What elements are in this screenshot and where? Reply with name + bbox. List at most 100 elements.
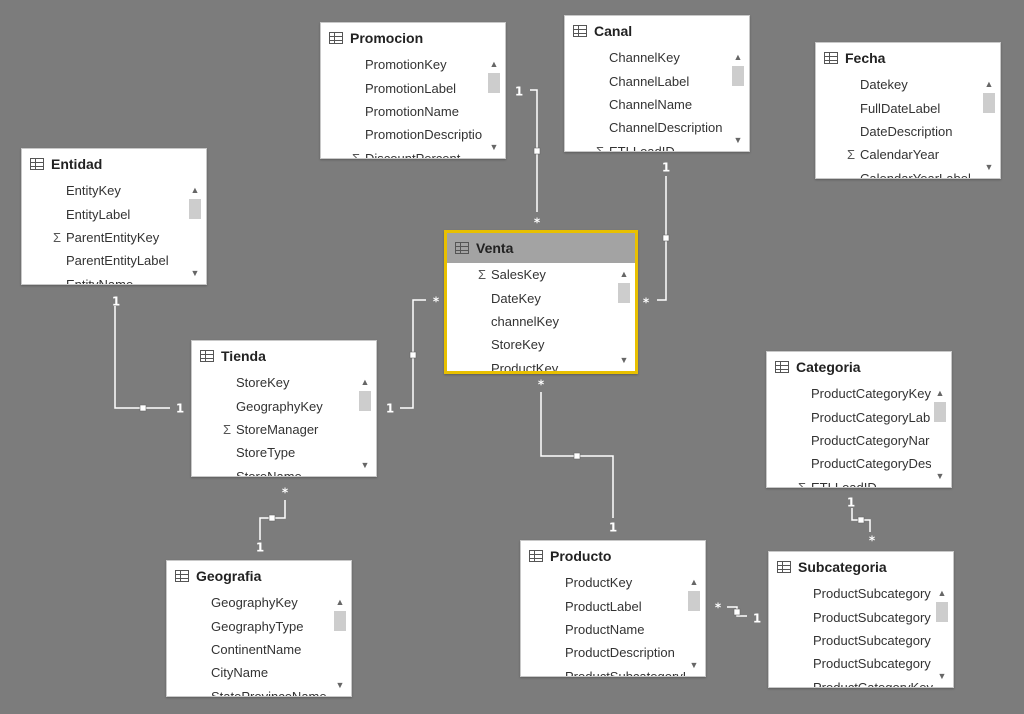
scroll-down-icon[interactable]: ▼ [937, 671, 947, 681]
relationship-tienda-geografia[interactable]: *1 [256, 486, 289, 555]
field-row[interactable]: ChannelDescription [565, 116, 729, 139]
field-row[interactable]: ChannelLabel [565, 69, 729, 92]
scroll-up-icon[interactable]: ▲ [935, 388, 945, 398]
relationship-producto-subcategoria[interactable]: *1 [715, 601, 761, 626]
field-row[interactable]: GeographyType [167, 614, 331, 637]
field-row[interactable]: ProductSubcategory [769, 582, 933, 605]
scrollbar[interactable]: ▲▼ [617, 269, 631, 365]
scrollbar[interactable]: ▲▼ [935, 588, 949, 681]
field-row[interactable]: ProductName [521, 618, 685, 641]
field-row[interactable]: PromotionLabel [321, 76, 485, 99]
scroll-down-icon[interactable]: ▼ [619, 355, 629, 365]
field-row[interactable]: ProductCategoryDes [767, 452, 931, 475]
table-header[interactable]: Tienda [192, 341, 376, 371]
field-row[interactable]: ProductSubcategory [769, 652, 933, 675]
field-row[interactable]: DateKey [447, 286, 615, 309]
relationship-line[interactable] [727, 606, 747, 617]
scroll-thumb[interactable] [359, 391, 371, 411]
field-row[interactable]: ProductLabel [521, 594, 685, 617]
scroll-down-icon[interactable]: ▼ [733, 135, 743, 145]
scroll-down-icon[interactable]: ▼ [360, 460, 370, 470]
scroll-down-icon[interactable]: ▼ [984, 162, 994, 172]
field-row[interactable]: ΣETLLoadID [565, 140, 729, 151]
table-header[interactable]: Producto [521, 541, 705, 571]
relationship-line[interactable] [114, 306, 170, 409]
scroll-thumb[interactable] [688, 591, 700, 611]
table-header[interactable]: Categoria [767, 352, 951, 382]
field-row[interactable]: ProductSubcategoryKey [521, 665, 685, 676]
scroll-up-icon[interactable]: ▲ [984, 79, 994, 89]
scroll-thumb[interactable] [934, 402, 946, 422]
scroll-up-icon[interactable]: ▲ [937, 588, 947, 598]
relationship-canal-venta[interactable]: 1* [643, 161, 670, 310]
field-row[interactable]: ProductSubcategory [769, 605, 933, 628]
relationship-line[interactable] [540, 392, 614, 518]
scrollbar[interactable]: ▲▼ [933, 388, 947, 481]
scroll-up-icon[interactable]: ▲ [619, 269, 629, 279]
field-row[interactable]: ΣETLLoadID [767, 476, 931, 487]
field-row[interactable]: PromotionName [321, 100, 485, 123]
field-row[interactable]: PromotionDescriptio [321, 123, 485, 146]
scroll-up-icon[interactable]: ▲ [689, 577, 699, 587]
scrollbar[interactable]: ▲▼ [358, 377, 372, 470]
scrollbar[interactable]: ▲▼ [982, 79, 996, 172]
scroll-down-icon[interactable]: ▼ [489, 142, 499, 152]
field-row[interactable]: Datekey [816, 73, 980, 96]
field-row[interactable]: ProductCategoryKey [769, 676, 933, 687]
field-row[interactable]: ProductKey [447, 357, 615, 371]
scrollbar[interactable]: ▲▼ [188, 185, 202, 278]
relationship-tienda-venta[interactable]: 1* [386, 295, 440, 416]
field-row[interactable]: EntityName [22, 273, 186, 284]
scroll-up-icon[interactable]: ▲ [489, 59, 499, 69]
relationship-categoria-subcategoria[interactable]: 1* [847, 496, 876, 548]
relationship-promocion-venta[interactable]: 1* [515, 85, 541, 230]
scroll-down-icon[interactable]: ▼ [190, 268, 200, 278]
relationship-line[interactable] [657, 176, 667, 301]
field-row[interactable]: ProductDescription [521, 641, 685, 664]
scroll-up-icon[interactable]: ▲ [190, 185, 200, 195]
field-row[interactable]: StoreKey [192, 371, 356, 394]
field-row[interactable]: PromotionKey [321, 53, 485, 76]
scroll-thumb[interactable] [488, 73, 500, 93]
relationship-line[interactable] [400, 299, 426, 409]
field-row[interactable]: ChannelName [565, 93, 729, 116]
scroll-up-icon[interactable]: ▲ [360, 377, 370, 387]
field-row[interactable]: StoreName [192, 465, 356, 476]
field-row[interactable]: ProductSubcategory [769, 629, 933, 652]
scroll-thumb[interactable] [189, 199, 201, 219]
field-row[interactable]: ChannelKey [565, 46, 729, 69]
field-row[interactable]: FullDateLabel [816, 96, 980, 119]
field-row[interactable]: GeographyKey [192, 394, 356, 417]
field-row[interactable]: ProductKey [521, 571, 685, 594]
scrollbar[interactable]: ▲▼ [333, 597, 347, 690]
table-header[interactable]: Subcategoria [769, 552, 953, 582]
scrollbar[interactable]: ▲▼ [487, 59, 501, 152]
scrollbar[interactable]: ▲▼ [731, 52, 745, 145]
relationship-entidad-tienda[interactable]: 11 [112, 295, 184, 416]
field-row[interactable]: StoreType [192, 441, 356, 464]
field-row[interactable]: ParentEntityLabel [22, 249, 186, 272]
field-row[interactable]: ProductCategoryNar [767, 429, 931, 452]
relationship-line[interactable] [851, 508, 871, 532]
field-row[interactable]: EntityLabel [22, 202, 186, 225]
field-row[interactable]: EntityKey [22, 179, 186, 202]
field-row[interactable]: GeographyKey [167, 591, 331, 614]
scroll-thumb[interactable] [334, 611, 346, 631]
relationship-venta-producto[interactable]: *1 [538, 378, 617, 535]
relationship-line[interactable] [530, 89, 538, 212]
relationship-line[interactable] [259, 500, 286, 540]
scroll-up-icon[interactable]: ▲ [733, 52, 743, 62]
field-row[interactable]: channelKey [447, 310, 615, 333]
scroll-thumb[interactable] [936, 602, 948, 622]
table-header[interactable]: Geografia [167, 561, 351, 591]
table-header[interactable]: Venta [447, 233, 635, 263]
scrollbar[interactable]: ▲▼ [687, 577, 701, 670]
